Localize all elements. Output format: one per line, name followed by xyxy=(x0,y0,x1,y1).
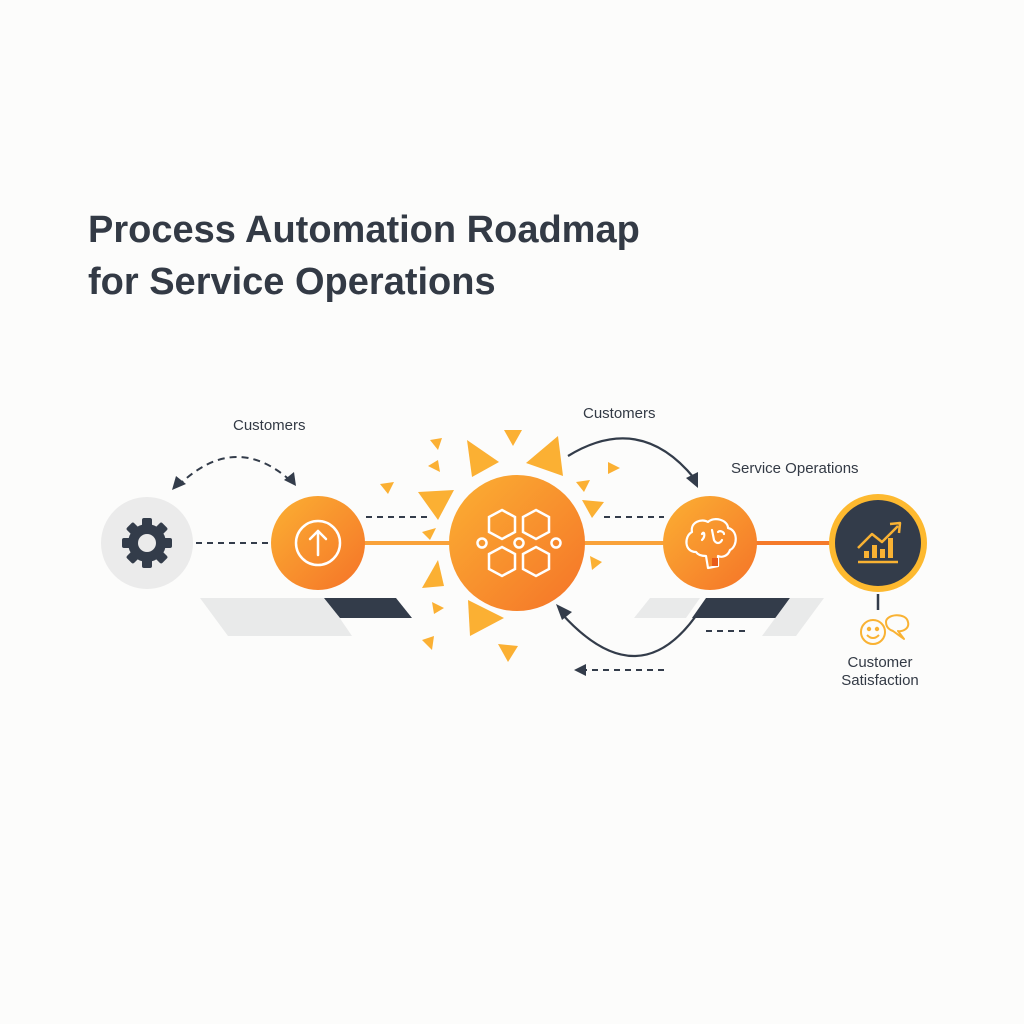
smiley-chat-icon xyxy=(860,614,910,645)
page-title: Process Automation Roadmap for Service O… xyxy=(88,204,640,308)
title-line-2: for Service Operations xyxy=(88,261,496,303)
brain-icon xyxy=(685,518,737,570)
triangle xyxy=(422,636,434,650)
gear-icon xyxy=(122,518,172,568)
triangle xyxy=(468,600,504,636)
triangle xyxy=(430,438,442,450)
triangle xyxy=(422,528,436,540)
triangle xyxy=(608,462,620,474)
triangle xyxy=(380,482,394,494)
triangle xyxy=(590,556,602,570)
label-customer-satisfaction: Customer Satisfaction xyxy=(830,654,930,690)
arrow-head-right xyxy=(686,472,698,488)
bar-navy-right xyxy=(692,598,790,618)
customers-left-curved-arrow xyxy=(177,456,293,487)
background-bars xyxy=(200,598,824,636)
bar-chart-growth-icon xyxy=(857,521,902,564)
triangle xyxy=(432,602,444,614)
arrow-head-left-a xyxy=(172,476,186,490)
triangle xyxy=(428,460,440,472)
node-upload[interactable] xyxy=(271,496,365,590)
node-growth[interactable] xyxy=(829,494,927,592)
title-line-1: Process Automation Roadmap xyxy=(88,209,640,251)
bar-navy-left xyxy=(324,598,412,618)
triangle xyxy=(418,490,454,520)
triangle xyxy=(576,480,590,492)
burst-triangles xyxy=(380,430,620,662)
node-settings[interactable] xyxy=(101,497,193,589)
label-customers-right: Customers xyxy=(583,405,656,422)
return-curved-arrow xyxy=(561,609,701,658)
arrow-head-left-b xyxy=(284,472,296,486)
bar-gray-right-a xyxy=(634,598,700,618)
triangle xyxy=(467,440,499,477)
triangle xyxy=(422,560,444,588)
customers-right-curved-arrow xyxy=(567,437,695,479)
curved-arrows xyxy=(172,437,701,658)
connectors xyxy=(196,516,880,676)
triangle xyxy=(526,436,563,476)
triangle xyxy=(504,430,522,446)
label-customers-left: Customers xyxy=(233,417,306,434)
bar-gray-right-b xyxy=(762,598,824,636)
triangle xyxy=(498,644,518,662)
return-arrow-head xyxy=(556,604,572,620)
label-customer-satisfaction-line-2: Satisfaction xyxy=(841,672,919,689)
back-arrow-head xyxy=(574,664,586,676)
hexagon-network-icon xyxy=(476,508,562,578)
node-hub[interactable] xyxy=(449,475,585,611)
label-service-operations: Service Operations xyxy=(731,460,859,477)
label-customer-satisfaction-line-1: Customer xyxy=(847,654,913,671)
bar-gray-left xyxy=(200,598,352,636)
node-intelligence[interactable] xyxy=(663,496,757,590)
triangle xyxy=(582,500,604,518)
arrow-up-circle-icon xyxy=(294,519,342,567)
